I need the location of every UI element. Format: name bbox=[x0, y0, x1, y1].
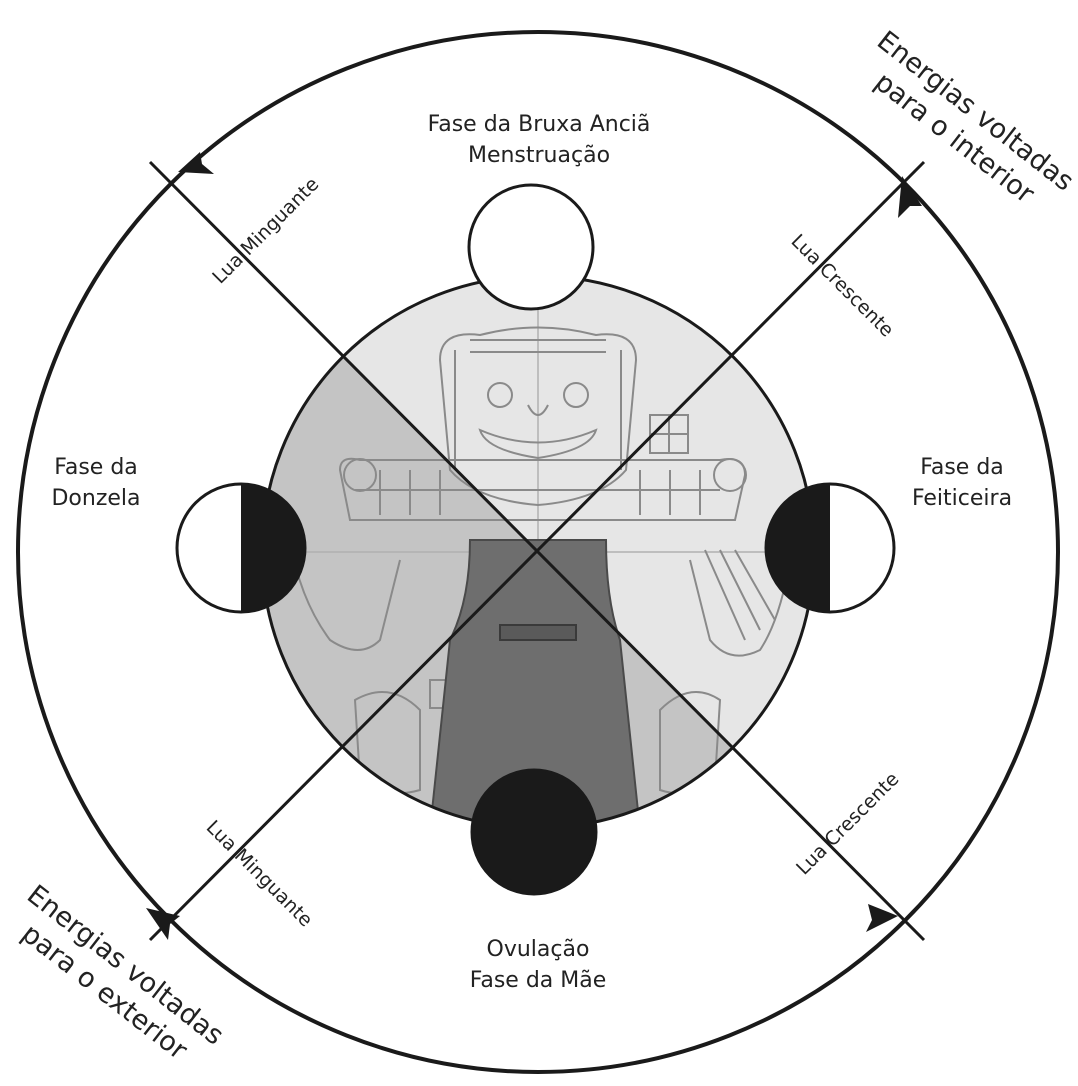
full-moon-top bbox=[469, 185, 593, 309]
new-moon-bottom bbox=[472, 770, 596, 894]
phase-top-line1: Fase da Bruxa Anciã bbox=[428, 112, 651, 137]
moon-line-upper-left: Lua Minguante bbox=[208, 173, 323, 288]
phase-bottom-line1: Ovulação bbox=[487, 937, 590, 962]
phase-bottom-line2: Fase da Mãe bbox=[470, 968, 607, 993]
phase-top-line2: Menstruação bbox=[468, 143, 610, 168]
phase-left-line1: Fase da bbox=[54, 455, 138, 480]
phase-right-line2: Feiticeira bbox=[912, 486, 1012, 511]
arrow-upper-left-icon bbox=[178, 152, 214, 174]
phase-left-line2: Donzela bbox=[51, 486, 140, 511]
phase-right-label: Fase da Feiticeira bbox=[912, 455, 1012, 511]
half-moon-left bbox=[177, 484, 305, 612]
phase-left-label: Fase da Donzela bbox=[51, 455, 140, 511]
energies-outward-label: Energias voltadaspara o exterior bbox=[0, 879, 229, 1078]
moon-line-lower-left: Lua Minguante bbox=[202, 816, 317, 931]
phase-right-line1: Fase da bbox=[920, 455, 1004, 480]
energies-inward-label: Energias voltadaspara o interior bbox=[850, 25, 1078, 224]
half-moon-right bbox=[766, 484, 894, 612]
moon-line-upper-right: Lua Crescente bbox=[787, 230, 898, 341]
